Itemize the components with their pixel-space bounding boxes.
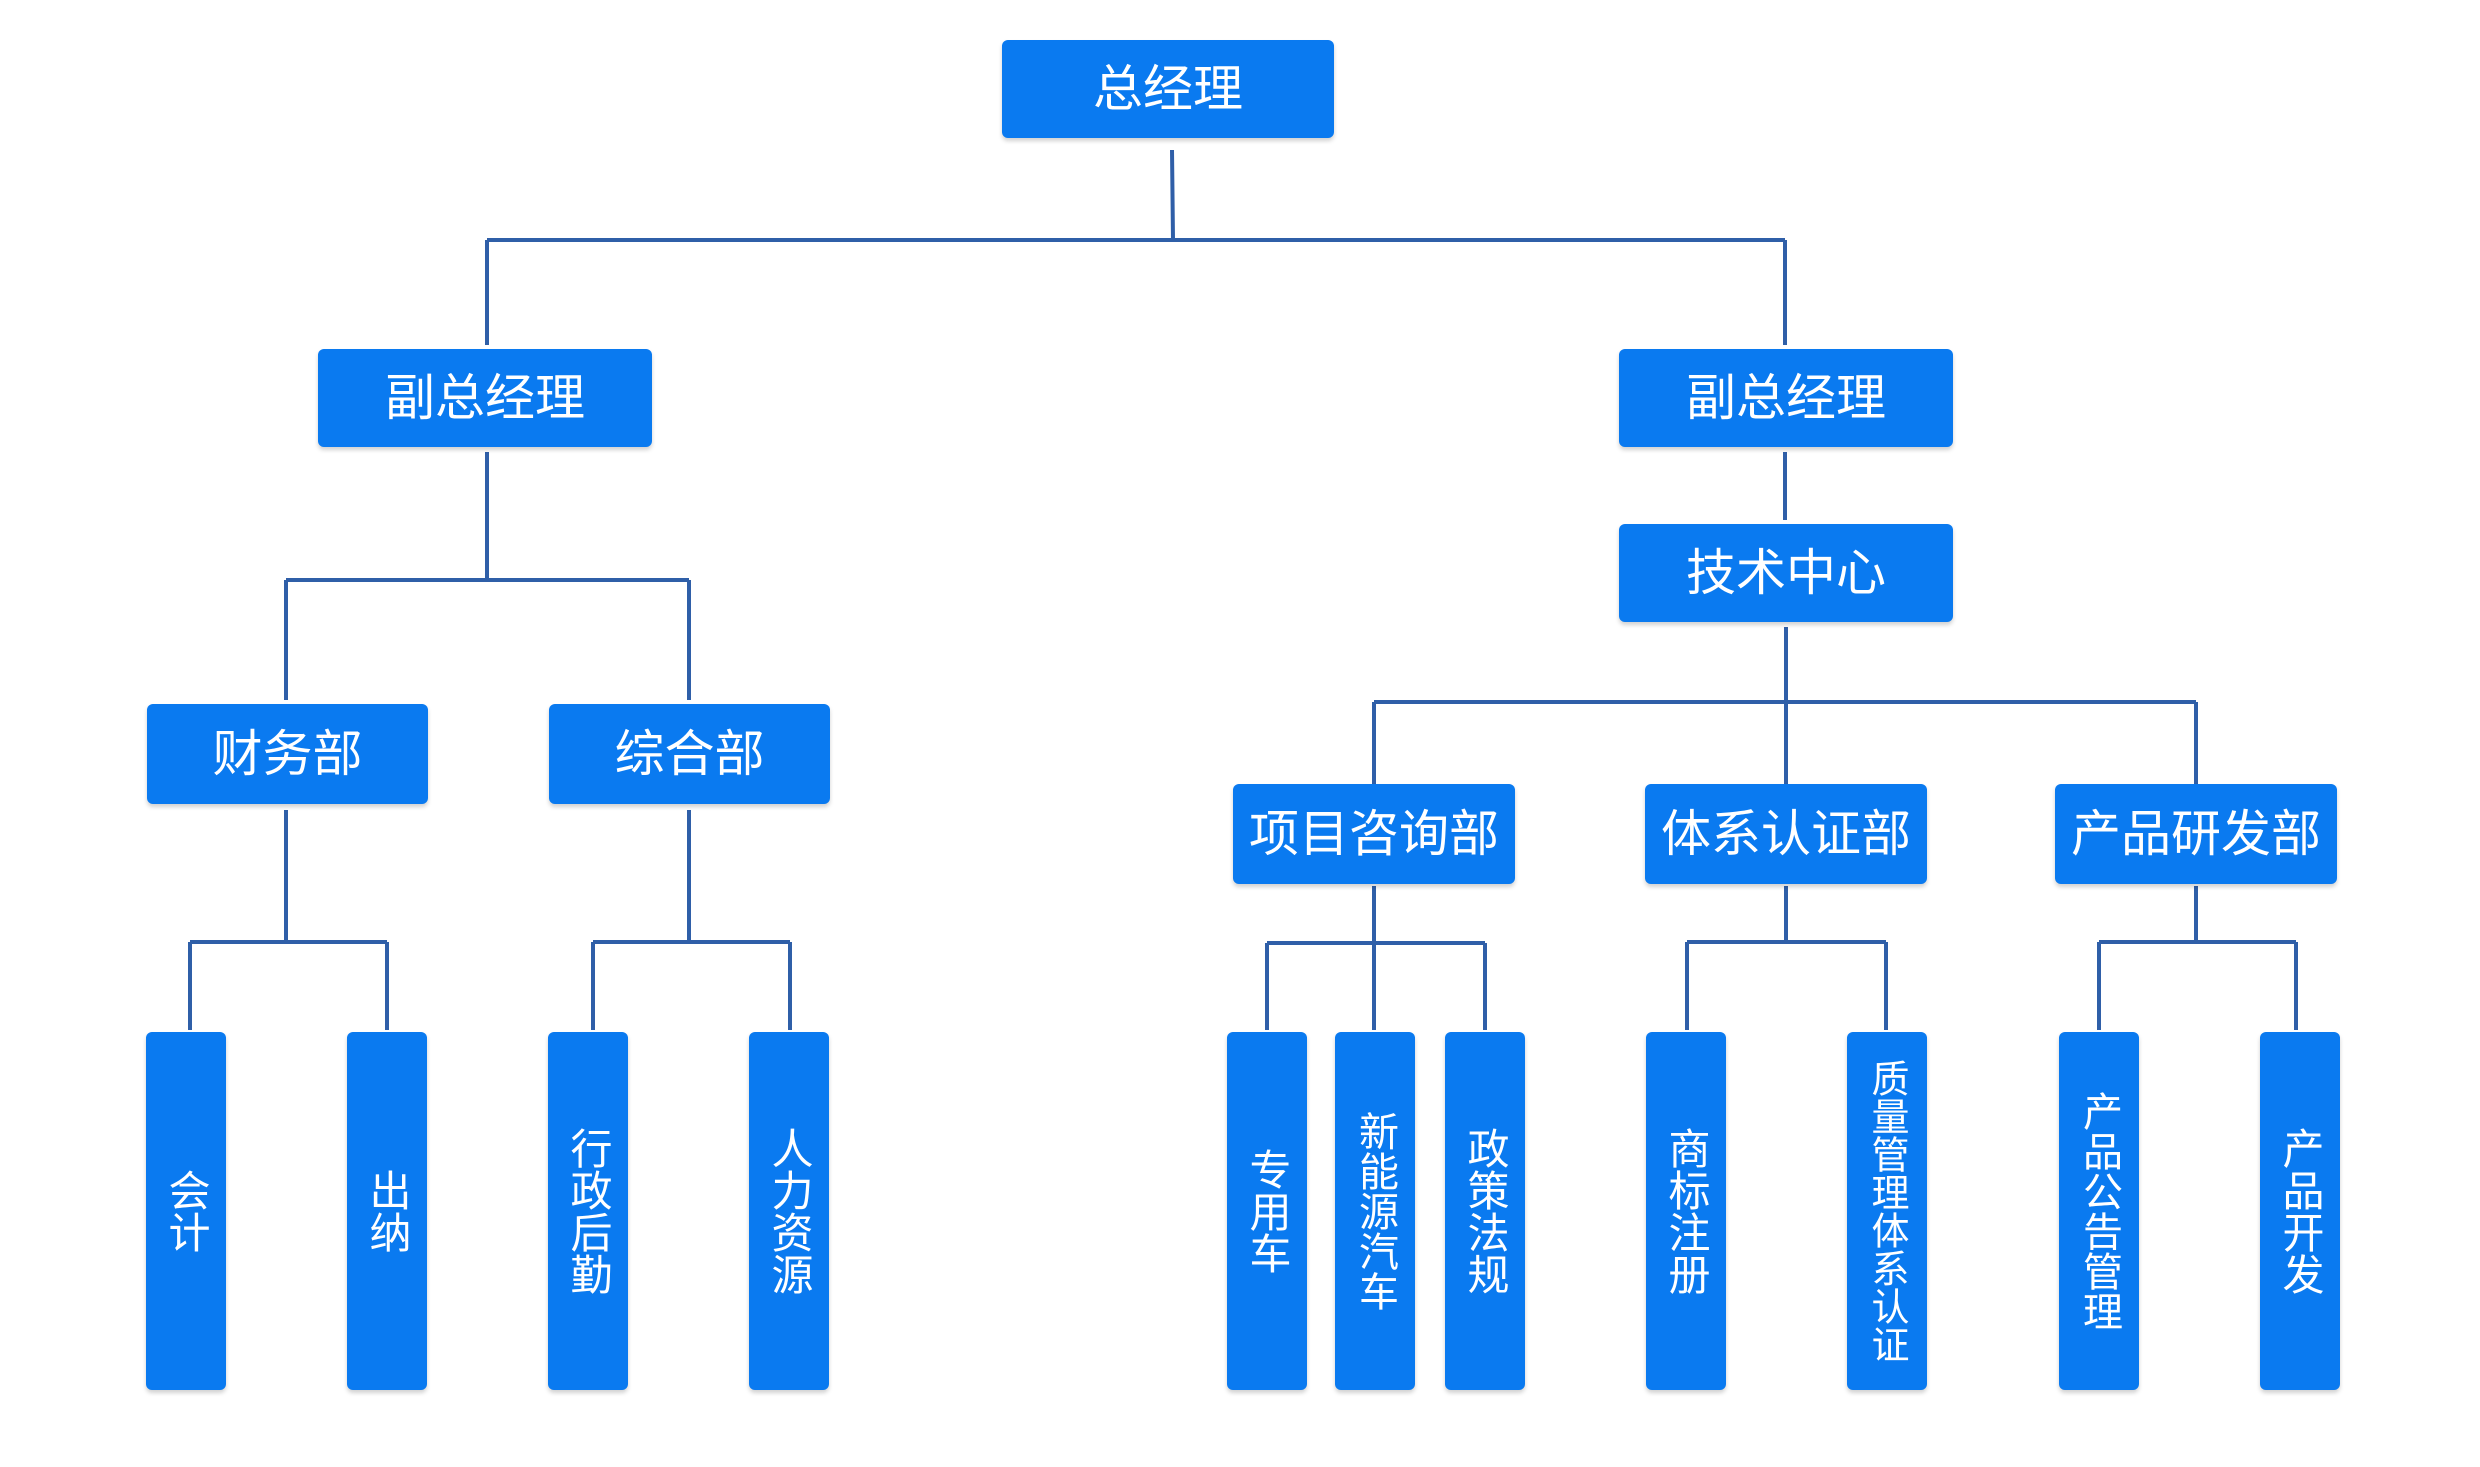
node-quality-system-certification: 质量管理体系认证 — [1847, 1032, 1927, 1390]
node-product-announcement: 产品公告管理 — [2059, 1032, 2139, 1390]
node-product-development: 产品开发 — [2260, 1032, 2340, 1390]
node-policy-regulation: 政策法规 — [1445, 1032, 1525, 1390]
node-general-manager: 总经理 — [1002, 40, 1334, 138]
connector-certification-children — [1685, 886, 1888, 1030]
node-tech-center: 技术中心 — [1619, 524, 1953, 622]
connector-general-children — [591, 810, 792, 1030]
node-trademark-registration: 商标注册 — [1646, 1032, 1726, 1390]
connector-finance-children — [188, 810, 389, 1030]
node-rnd-dept: 产品研发部 — [2055, 784, 2337, 884]
connector-rnd-children — [2097, 886, 2298, 1030]
connector-vp-left-depts — [284, 452, 691, 700]
node-general-dept: 综合部 — [549, 704, 830, 804]
node-vp-left: 副总经理 — [318, 349, 652, 447]
node-vp-right: 副总经理 — [1619, 349, 1953, 447]
node-cashier: 出纳 — [347, 1032, 427, 1390]
node-consulting-dept: 项目咨询部 — [1233, 784, 1515, 884]
connector-consulting-children — [1265, 886, 1487, 1030]
node-admin-logistics: 行政后勤 — [548, 1032, 628, 1390]
node-finance-dept: 财务部 — [147, 704, 428, 804]
node-new-energy-vehicle: 新能源汽车 — [1335, 1032, 1415, 1390]
node-accounting: 会计 — [146, 1032, 226, 1390]
connector-tech-depts — [1372, 627, 2198, 785]
node-certification-dept: 体系认证部 — [1645, 784, 1927, 884]
connector-root-vps — [485, 149, 1787, 345]
node-special-vehicle: 专用车 — [1227, 1032, 1307, 1390]
node-human-resources: 人力资源 — [749, 1032, 829, 1390]
